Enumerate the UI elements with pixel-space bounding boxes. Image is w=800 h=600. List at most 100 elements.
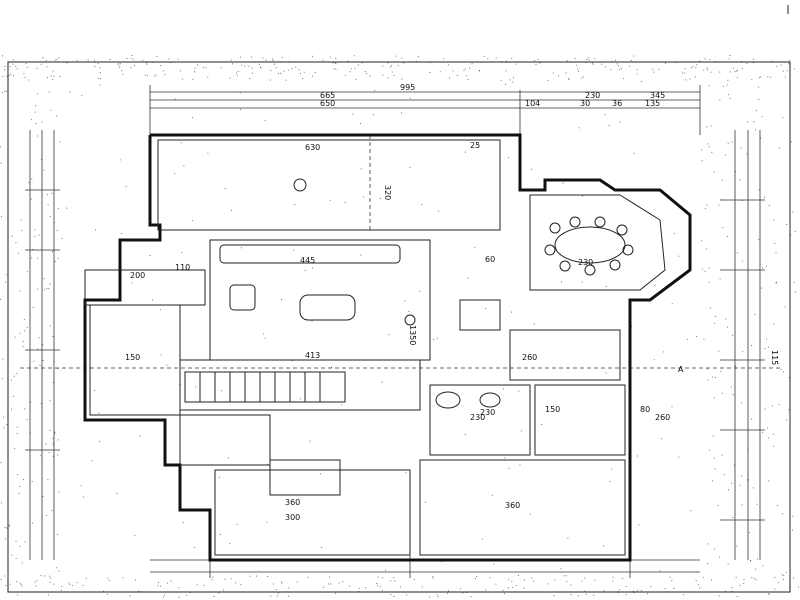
scan-speckle <box>32 249 34 250</box>
scan-speckle <box>750 559 752 561</box>
scan-speckle <box>32 307 34 309</box>
scan-speckle <box>678 456 680 458</box>
scan-speckle <box>463 69 465 71</box>
scan-speckle <box>786 224 788 225</box>
scan-speckle <box>706 126 708 128</box>
scan-speckle <box>513 77 514 79</box>
scan-speckle <box>42 344 44 346</box>
scan-speckle <box>734 71 736 73</box>
scan-speckle <box>36 288 38 290</box>
scan-speckle <box>180 142 182 144</box>
scan-speckle <box>240 56 242 58</box>
scan-speckle <box>154 75 156 77</box>
scan-speckle <box>15 242 17 244</box>
scan-speckle <box>196 584 198 586</box>
scan-speckle <box>170 580 172 582</box>
scan-speckle <box>404 300 406 302</box>
scan-speckle <box>751 79 753 81</box>
scan-speckle <box>41 121 43 123</box>
scan-speckle <box>721 179 723 181</box>
scan-speckle <box>272 58 273 60</box>
scan-speckle <box>277 592 279 594</box>
scan-speckle <box>2 358 4 360</box>
scan-speckle <box>353 55 355 57</box>
scan-speckle <box>26 419 28 421</box>
scan-speckle <box>782 116 784 118</box>
scan-speckle <box>732 67 734 69</box>
scan-speckle <box>159 309 161 311</box>
scan-speckle <box>708 281 710 283</box>
scan-speckle <box>508 579 510 581</box>
scan-speckle <box>36 93 38 95</box>
scan-speckle <box>260 67 262 69</box>
scan-speckle <box>739 584 741 586</box>
scan-speckle <box>269 79 271 81</box>
scan-speckle <box>758 239 759 241</box>
scan-speckle <box>2 55 3 57</box>
scan-speckle <box>574 58 576 59</box>
scan-speckle <box>347 60 349 62</box>
scan-speckle <box>702 576 704 578</box>
scan-speckle <box>288 587 290 589</box>
scan-speckle <box>52 70 54 72</box>
scan-speckle <box>103 590 105 592</box>
scan-speckle <box>213 596 215 597</box>
scan-speckle <box>523 579 525 581</box>
scan-speckle <box>270 70 272 72</box>
dim-top-right-f: 135 <box>645 99 660 108</box>
scan-speckle <box>537 58 539 60</box>
scan-speckle <box>265 59 267 61</box>
scan-speckle <box>121 70 122 72</box>
scan-speckle <box>754 568 756 570</box>
scan-speckle <box>390 580 392 582</box>
scan-speckle <box>782 371 784 373</box>
scan-speckle <box>9 66 11 68</box>
scan-speckle <box>16 433 18 435</box>
scan-speckle <box>467 79 469 80</box>
scan-speckle <box>560 568 562 570</box>
scan-speckle <box>129 595 131 597</box>
scan-speckle <box>174 98 176 100</box>
scan-speckle <box>788 377 790 379</box>
scan-speckle <box>731 141 733 143</box>
scan-speckle <box>789 448 791 450</box>
scan-speckle <box>99 78 101 80</box>
scan-speckle <box>786 571 787 573</box>
scan-speckle <box>782 578 784 580</box>
sofa <box>219 244 401 264</box>
scan-speckle <box>709 307 711 309</box>
scan-speckle <box>241 64 243 66</box>
scan-speckle <box>641 80 643 82</box>
scan-speckle <box>636 590 638 592</box>
scan-speckle <box>178 587 180 589</box>
scan-speckle <box>758 189 760 191</box>
dim-top-left-inner: 650 <box>320 99 335 108</box>
scan-speckle <box>467 277 469 279</box>
scan-speckle <box>611 468 613 470</box>
scan-speckle <box>659 570 661 572</box>
scan-speckle <box>54 431 56 433</box>
scan-speckle <box>229 77 231 79</box>
scan-speckle <box>432 576 434 578</box>
scan-speckle <box>695 580 697 582</box>
scan-speckle <box>747 479 749 481</box>
scan-speckle <box>619 69 621 70</box>
scan-speckle <box>409 167 411 169</box>
scan-speckle <box>728 58 730 60</box>
scan-speckle <box>47 204 49 206</box>
garage-room-marker <box>293 178 307 192</box>
scan-speckle <box>466 75 468 77</box>
scan-speckle <box>447 592 449 594</box>
scan-speckle <box>239 92 241 94</box>
scan-speckle <box>218 476 220 478</box>
scan-speckle <box>718 595 720 597</box>
scan-speckle <box>330 56 332 58</box>
scan-speckle <box>87 59 89 61</box>
scan-speckle <box>505 83 506 85</box>
scan-speckle <box>30 198 32 200</box>
scan-speckle <box>604 114 606 116</box>
scan-speckle <box>758 77 760 79</box>
scan-speckle <box>773 445 775 447</box>
scan-speckle <box>714 468 716 470</box>
scan-speckle <box>520 430 522 432</box>
